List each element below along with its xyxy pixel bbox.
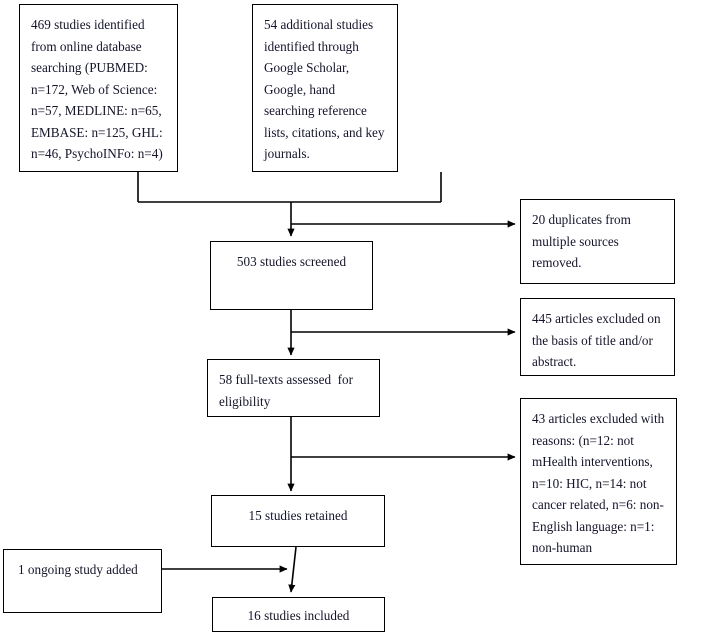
box-additional-sources: 54 additional studies identified through… (252, 4, 398, 172)
box-studies-screened: 503 studies screened (210, 241, 373, 310)
box-database-search: 469 studies identified from online datab… (19, 4, 178, 172)
box-studies-retained: 15 studies retained (211, 495, 385, 547)
connector-sources-merge (137, 172, 442, 203)
box-excluded-title-abstract: 445 articles excluded on the basis of ti… (520, 298, 675, 376)
box-excluded-with-reasons: 43 articles excluded with reasons: (n=12… (520, 398, 677, 565)
box-duplicates-removed: 20 duplicates from multiple sources remo… (520, 199, 675, 284)
box-ongoing-study-added: 1 ongoing study added (3, 549, 162, 613)
connector-retained-to-included (288, 546, 297, 593)
box-full-texts-assessed: 58 full-texts assessed for eligibility (207, 359, 380, 417)
box-studies-included: 16 studies included (212, 597, 385, 632)
